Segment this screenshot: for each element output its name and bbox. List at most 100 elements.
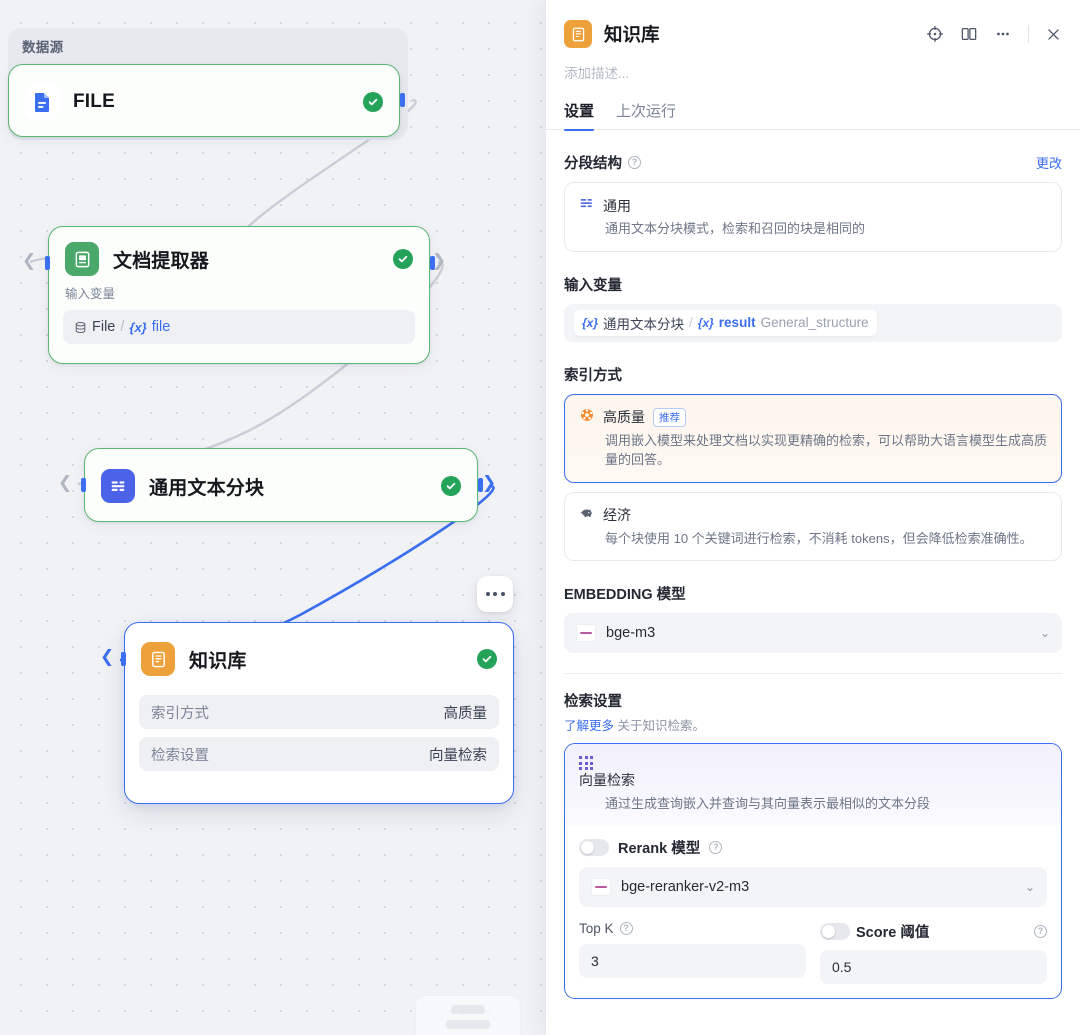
top-k-header: Top K ? — [579, 921, 806, 936]
index-method-title: 索引方式 — [564, 367, 622, 384]
node-text-chunk-input-handle[interactable] — [81, 478, 86, 492]
chevron-down-icon[interactable]: ⌄ — [1039, 626, 1050, 640]
node-detail-panel: 知识库 — [545, 0, 1080, 1035]
help-icon[interactable]: ? — [619, 922, 633, 935]
section-divider — [564, 673, 1062, 674]
economy-name: 经济 — [603, 507, 631, 523]
node-context-menu-button[interactable] — [477, 576, 513, 612]
top-k-label: Top K — [579, 921, 614, 936]
node-document-extractor-variable[interactable]: File / {x} file — [63, 310, 415, 344]
score-threshold-input[interactable]: 0.5 — [820, 950, 1047, 984]
rerank-label: Rerank 模型 — [618, 841, 701, 857]
score-threshold-toggle[interactable] — [820, 923, 850, 940]
input-variable-field[interactable]: {x} 通用文本分块 / {x} result General_structur… — [564, 303, 1062, 342]
panel-description-input[interactable]: 添加描述... — [564, 66, 630, 81]
docs-book-icon[interactable] — [960, 25, 978, 43]
locate-node-icon[interactable] — [926, 25, 944, 43]
doc-extractor-output-arrow-icon: ❯ — [432, 251, 447, 270]
node-kb-row-key: 检索设置 — [151, 747, 209, 764]
chip-var-prefix: {x} — [697, 315, 714, 330]
learn-more-link[interactable]: 了解更多 — [564, 719, 615, 733]
variable-name: file — [151, 319, 171, 335]
chevron-down-icon[interactable]: ⌄ — [1024, 880, 1035, 894]
close-icon[interactable] — [1045, 26, 1062, 43]
more-dot — [493, 592, 497, 596]
node-knowledge-base-header: 知识库 — [125, 623, 513, 695]
node-knowledge-base[interactable]: 知识库 索引方式 高质量 检索设置 向量检索 — [124, 622, 514, 804]
doc-extractor-input-arrow-icon: ❮ — [22, 251, 37, 270]
tab-settings[interactable]: 设置 — [564, 100, 595, 131]
node-kb-row-retrieval-setting: 检索设置 向量检索 — [139, 737, 499, 771]
section-index-method: 索引方式 — [564, 364, 1062, 561]
node-text-chunk[interactable]: 通用文本分块 — [84, 448, 478, 522]
input-variable-header: 输入变量 — [564, 274, 1062, 295]
segment-structure-row: 通用 — [579, 195, 1047, 216]
node-kb-row-index-method: 索引方式 高质量 — [139, 695, 499, 729]
node-document-extractor-output-handle[interactable] — [430, 256, 435, 270]
rerank-model-select[interactable]: bge-reranker-v2-m3 ⌄ — [579, 867, 1047, 907]
score-threshold-label: Score 阈值 — [856, 925, 930, 941]
node-knowledge-base-title: 知识库 — [189, 650, 247, 672]
node-file-output-handle[interactable] — [400, 93, 405, 107]
node-placeholder-skeleton — [415, 995, 521, 1035]
retrieval-method-head: 向量检索 通过生成查询嵌入并查询与其向量表示最相似的文本分段 — [565, 744, 1061, 825]
retrieval-note-rest: 关于知识检索。 — [614, 719, 705, 733]
knowledge-base-input-arrow-icon: ❮ — [100, 647, 115, 666]
more-dot — [500, 592, 505, 596]
node-text-chunk-output-handle[interactable] — [478, 478, 483, 492]
rerank-model-value: bge-reranker-v2-m3 — [621, 879, 750, 895]
help-icon[interactable]: ? — [628, 156, 641, 169]
node-kb-row-key: 索引方式 — [151, 705, 209, 722]
input-variable-chip[interactable]: {x} 通用文本分块 / {x} result General_structur… — [574, 309, 877, 336]
help-icon[interactable]: ? — [709, 841, 723, 854]
rerank-toggle-row: Rerank 模型 ? — [579, 837, 1047, 858]
node-kb-row-value: 向量检索 — [429, 747, 487, 764]
tabs-divider — [546, 129, 1080, 130]
rerank-toggle[interactable] — [579, 839, 609, 856]
index-method-option-high-quality[interactable]: 高质量 推荐 调用嵌入模型来处理文档以实现更精确的检索，可以帮助大语言模型生成高… — [564, 393, 1062, 483]
section-embedding-model: EMBEDDING 模型 bge-m3 ⌄ — [564, 583, 1062, 653]
skeleton-bar — [451, 1004, 485, 1014]
chip-source: 通用文本分块 — [603, 316, 685, 332]
group-data-source-title: 数据源 — [22, 40, 64, 55]
segment-structure-header: 分段结构 ? 更改 — [564, 152, 1062, 173]
segment-structure-card[interactable]: 通用 通用文本分块模式，检索和召回的块是相同的 — [564, 182, 1062, 252]
retrieval-params-row: Top K ? 3 Score 阈值 ? — [579, 921, 1047, 984]
actions-divider — [1028, 25, 1029, 43]
embedding-model-select[interactable]: bge-m3 ⌄ — [564, 613, 1062, 653]
top-k-input[interactable]: 3 — [579, 944, 806, 978]
piggy-bank-icon — [579, 505, 595, 526]
high-quality-row: 高质量 推荐 — [579, 407, 1047, 428]
panel-tabs: 设置 上次运行 — [546, 82, 1080, 131]
node-text-chunk-status-icon — [441, 476, 461, 496]
retrieval-method-card[interactable]: 向量检索 通过生成查询嵌入并查询与其向量表示最相似的文本分段 Rerank 模型… — [564, 743, 1062, 999]
section-input-variable: 输入变量 {x} 通用文本分块 / {x} result General_str… — [564, 274, 1062, 342]
more-dot — [485, 592, 490, 596]
retrieval-header: 检索设置 — [564, 690, 1062, 711]
index-method-header: 索引方式 — [564, 364, 1062, 385]
knowledge-base-icon — [564, 20, 592, 48]
node-document-extractor-input-handle[interactable] — [45, 256, 50, 270]
chip-var-type: General_structure — [760, 315, 869, 330]
score-threshold-column: Score 阈值 ? 0.5 — [820, 921, 1047, 984]
help-icon[interactable]: ? — [1034, 925, 1047, 938]
high-quality-desc: 调用嵌入模型来处理文档以实现更精确的检索，可以帮助大语言模型生成高质量的回答。 — [605, 432, 1048, 468]
index-method-option-economy[interactable]: 经济 每个块使用 10 个关键词进行检索，不消耗 tokens，但会降低检索准确… — [564, 491, 1062, 561]
node-document-extractor-header: 文档提取器 — [49, 227, 429, 283]
variable-db-icon — [75, 321, 86, 333]
chip-prefix: {x} — [582, 315, 599, 330]
model-provider-icon — [591, 878, 611, 896]
node-document-extractor-title: 文档提取器 — [113, 250, 210, 272]
workflow-canvas[interactable]: 数据源 FILE — [0, 0, 545, 1035]
economy-row: 经济 — [579, 505, 1047, 526]
node-knowledge-base-status-icon — [477, 649, 497, 669]
node-knowledge-base-input-handle[interactable] — [121, 652, 126, 666]
section-segment-structure: 分段结构 ? 更改 — [564, 152, 1062, 252]
node-file[interactable]: FILE — [8, 64, 400, 137]
change-segment-structure-link[interactable]: 更改 — [1035, 156, 1062, 171]
tab-last-run[interactable]: 上次运行 — [616, 103, 677, 120]
panel-actions — [926, 25, 1062, 43]
more-options-icon[interactable] — [994, 25, 1012, 43]
node-document-extractor[interactable]: 文档提取器 输入变量 File / {x} file — [48, 226, 430, 364]
